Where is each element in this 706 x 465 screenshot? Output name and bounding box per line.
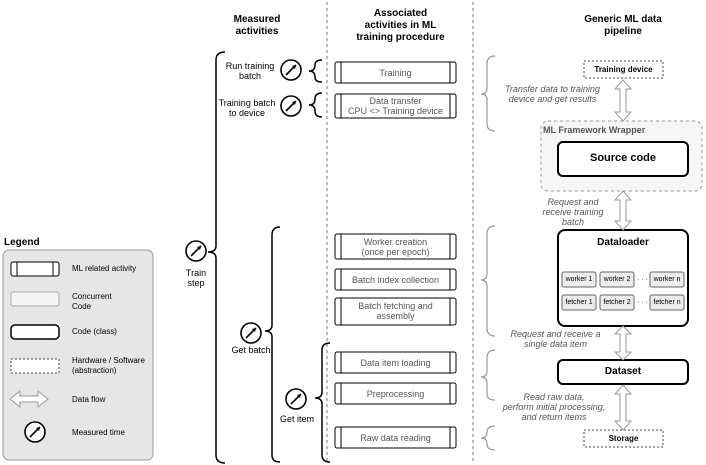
activity-preprocessing-box	[334, 382, 457, 405]
fetcher-n-label: fetcher n	[653, 299, 681, 306]
dataloader-label: Dataloader	[597, 237, 649, 248]
storage-label: Storage	[608, 434, 639, 443]
worker-2-label: worker 2	[603, 276, 631, 283]
train-step-gauge-icon	[185, 240, 207, 262]
legend-data-flow-label: Data flow	[72, 395, 106, 404]
batch-to-device-gauge-icon	[280, 95, 302, 117]
train-step-bracket	[207, 51, 226, 464]
get-batch-gauge-icon	[240, 322, 262, 344]
source-code-box	[557, 141, 689, 177]
activity-worker-creation-box	[334, 233, 457, 260]
legend-ml-activity-label: ML related activity	[72, 264, 137, 273]
activity-batch-fetching-box	[334, 297, 457, 326]
pipeline-bracket-dataloader	[480, 225, 496, 337]
activity-training-box	[334, 61, 457, 84]
training-device-label: Training device	[594, 65, 653, 74]
fetcher-1-box	[561, 294, 597, 311]
flow-arrow-device-wrapper	[613, 79, 633, 122]
worker-n-label: worker n	[653, 276, 681, 283]
activity-raw-data-reading-box	[334, 426, 457, 449]
dataset-label: Dataset	[604, 366, 642, 377]
run-training-bracket	[308, 59, 323, 83]
fetcher-2-box	[599, 294, 635, 311]
worker-1-label: worker 1	[565, 276, 593, 283]
get-batch-label: Get batch	[231, 345, 271, 355]
source-code-label: Source code	[589, 152, 657, 164]
training-device-box	[583, 60, 664, 79]
legend-hardware-swatch	[10, 358, 60, 374]
get-item-label: Get item	[279, 414, 314, 424]
legend-title: Legend	[4, 237, 40, 248]
activity-preprocessing-label: Preprocessing	[366, 389, 425, 399]
flow-arrow-wrapper-dataloader	[613, 190, 633, 231]
legend-data-flow-arrow	[9, 389, 49, 409]
activity-raw-data-reading-label: Raw data reading	[360, 433, 431, 443]
legend-measured-time-label: Measured time	[72, 428, 125, 437]
legend-hardware-label: Hardware / Software(abstraction)	[72, 356, 145, 375]
get-batch-bracket	[264, 226, 281, 463]
activity-worker-creation-label: Worker creation(once per epoch)	[361, 237, 430, 257]
activity-data-item-loading-box	[334, 351, 457, 374]
run-training-gauge-icon	[280, 59, 302, 81]
pipeline-bracket-transfer	[480, 55, 496, 132]
worker-n-box	[649, 271, 685, 288]
read-raw-note: Read raw data,perform initial processing…	[502, 392, 606, 422]
flow-arrow-dataset-storage	[613, 384, 633, 431]
legend-code-label: Code (class)	[72, 327, 117, 336]
fetcher-2-label: fetcher 2	[603, 299, 631, 306]
flow-arrow-dataloader-dataset	[613, 325, 633, 361]
legend-measured-time-icon	[24, 421, 46, 443]
worker-dots: · · ·	[637, 276, 648, 283]
activity-data-transfer-box	[334, 93, 457, 119]
batch-to-device-bracket	[308, 92, 323, 118]
pipeline-bracket-storage	[480, 425, 496, 451]
fetcher-dots: · · ·	[637, 299, 648, 306]
worker-2-box	[599, 271, 635, 288]
activity-training-label: Training	[379, 68, 412, 78]
get-item-bracket	[314, 342, 331, 463]
activity-data-item-loading-label: Data item loading	[360, 358, 431, 368]
fetcher-1-label: fetcher 1	[565, 299, 593, 306]
legend-concurrent-swatch	[10, 291, 60, 307]
fetcher-n-box	[649, 294, 685, 311]
worker-1-box	[561, 271, 597, 288]
get-item-gauge-icon	[285, 388, 307, 410]
wrapper-label: ML Framework Wrapper	[543, 125, 646, 135]
legend-code-swatch	[10, 324, 60, 340]
activity-batch-index-box	[334, 268, 457, 291]
activity-batch-index-label: Batch index collection	[351, 275, 440, 285]
pipeline-bracket-dataset	[480, 349, 496, 401]
legend-ml-activity-swatch	[10, 261, 60, 277]
storage-box	[583, 429, 664, 448]
